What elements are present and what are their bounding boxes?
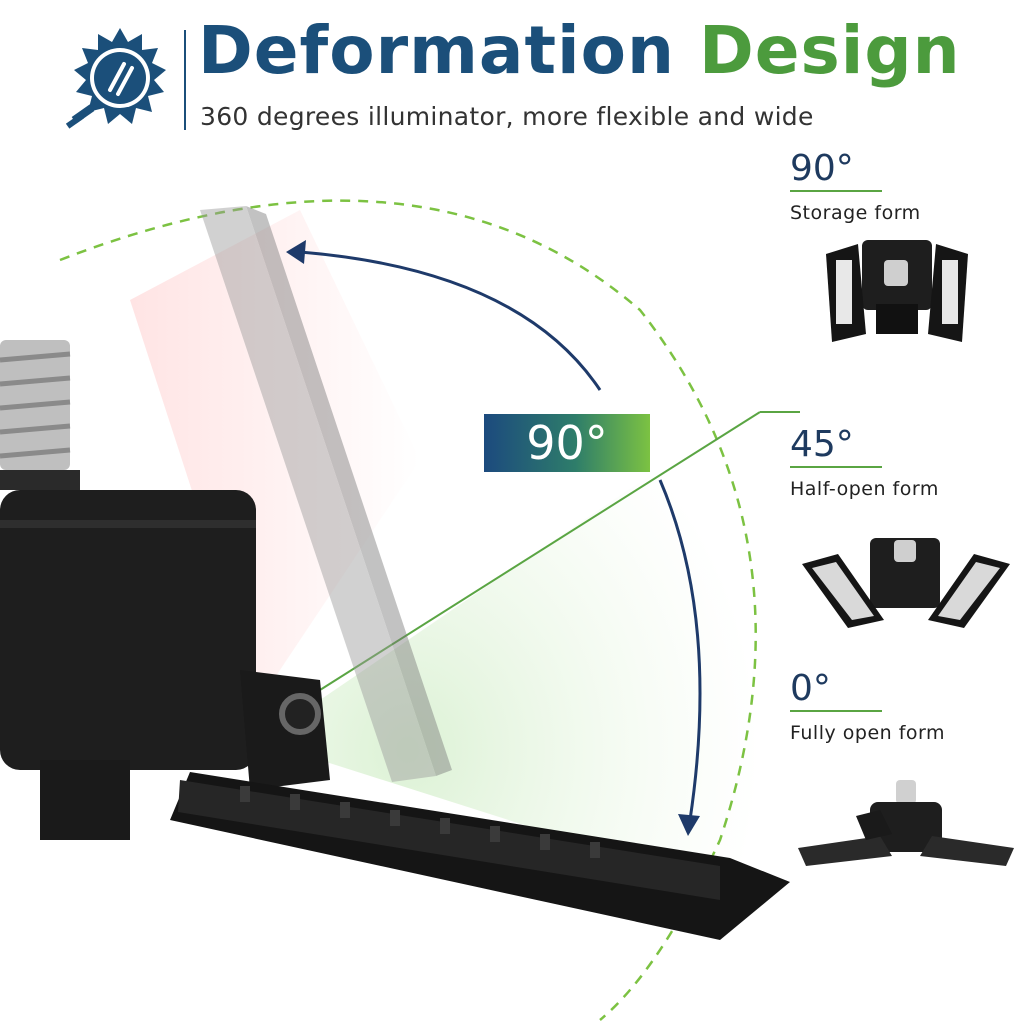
page-subtitle: 360 degrees illuminator, more flexible a… — [200, 102, 814, 131]
form-angle-half-open: 45° — [790, 424, 854, 465]
arrow-down-head — [678, 814, 700, 836]
lamp-half-open-form-image — [802, 538, 1010, 628]
form-label-half-open: Half-open form — [790, 478, 939, 500]
arrow-down — [658, 479, 702, 821]
lamp-body — [0, 340, 330, 840]
form-divider-half-open — [790, 466, 882, 468]
angle-badge: 90° — [484, 414, 650, 472]
green-light-beam — [320, 400, 760, 900]
lamp-illustration — [0, 199, 800, 1021]
panel-upright-ghost — [200, 206, 452, 782]
title-word-design: Design — [698, 12, 961, 89]
lamp-fully-open-form-image — [798, 780, 1014, 866]
form-label-storage: Storage form — [790, 202, 921, 224]
panel-open — [170, 772, 790, 940]
arrow-up-head — [286, 240, 306, 264]
hinge-bolt — [279, 693, 321, 735]
arrow-up — [299, 250, 602, 391]
form-divider-fully-open — [790, 710, 882, 712]
form-angle-storage: 90° — [790, 148, 854, 189]
bulb-sun-icon — [66, 28, 166, 129]
form-label-fully-open: Fully open form — [790, 722, 946, 744]
guide-line — [319, 411, 761, 691]
form-angle-fully-open: 0° — [790, 668, 831, 709]
red-light-beam — [130, 210, 420, 700]
title-word-deformation: Deformation — [198, 12, 675, 89]
lamp-storage-form-image — [826, 240, 968, 342]
form-divider-storage — [790, 190, 882, 192]
page-title: Deformation Design — [198, 18, 961, 84]
header-divider — [184, 30, 186, 130]
